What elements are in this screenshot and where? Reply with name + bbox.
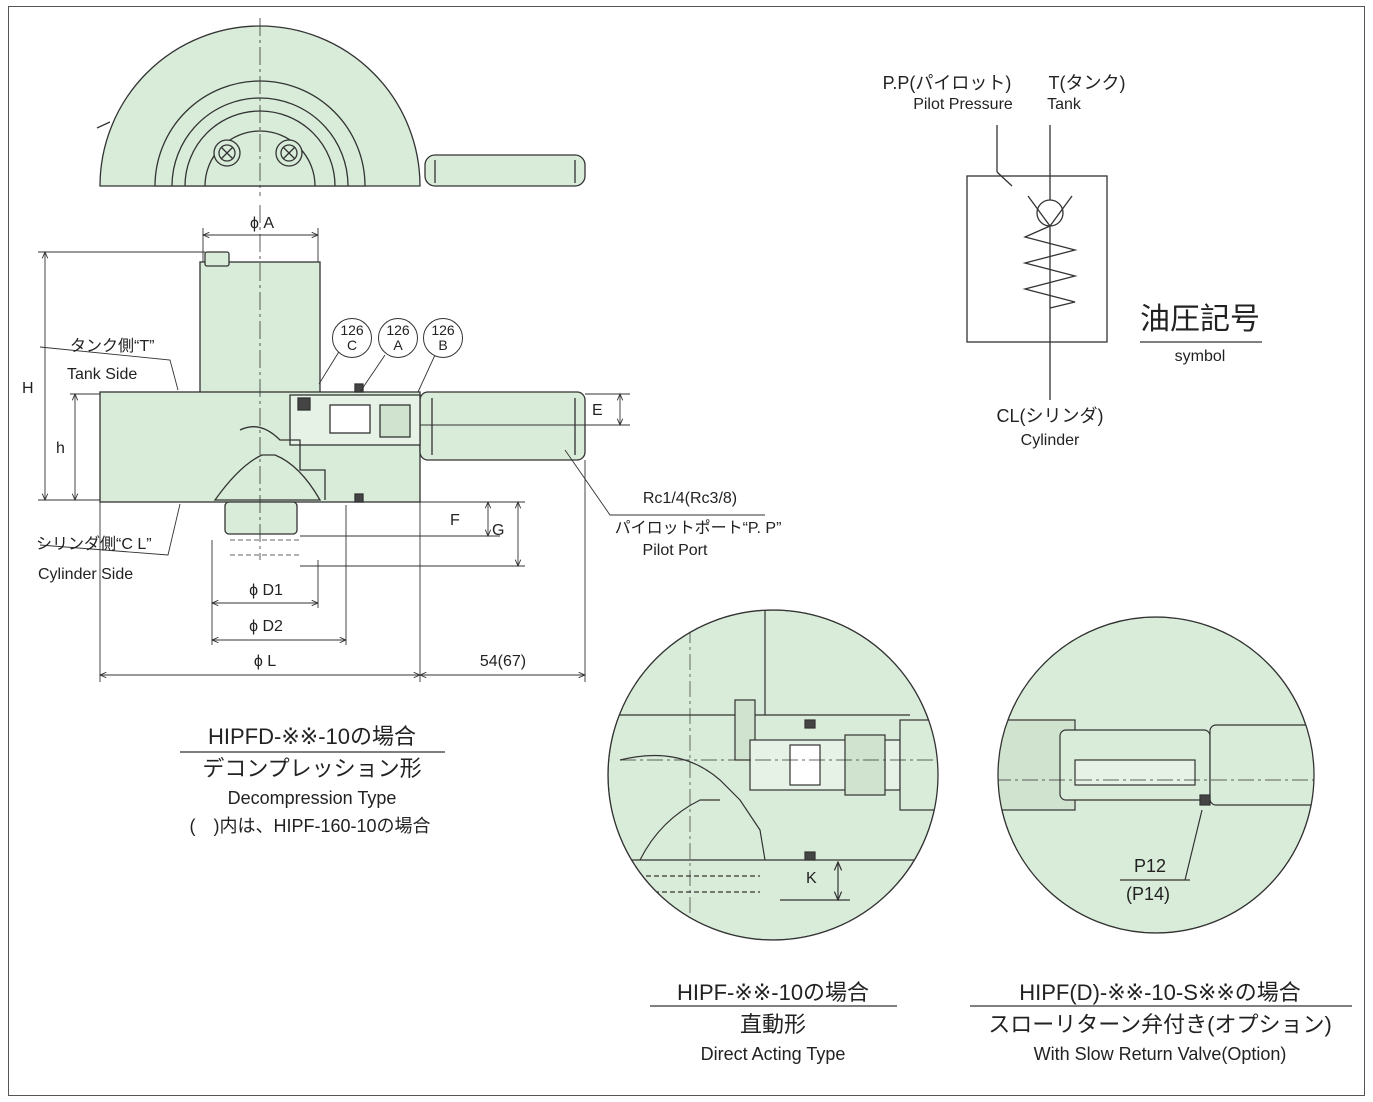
detail-slow-return [998,617,1314,933]
detail-direct-acting [608,610,938,940]
dim-g: G [492,522,505,539]
tank-side-en: Tank Side [67,366,138,383]
dim-h-upper: H [22,380,34,397]
caption-slow-return-jp: スローリターン弁付き(オプション) [988,1012,1332,1037]
callout-bubble-c: 126 C [332,318,372,358]
caption-decompression-note: ( )内は、HIPF-160-10の場合 [189,816,431,836]
part-label-p12: P12 [1133,856,1167,876]
symbol-cl-en: Cylinder [1020,432,1080,449]
pilot-port-en: Pilot Port [642,542,708,559]
pilot-port-size: Rc1/4(Rc3/8) [642,490,738,507]
caption-decompression-en: Decompression Type [227,788,397,808]
dim-phi-l: ϕ L [253,653,277,670]
dimension-lines [38,228,765,682]
pilot-port-jp: パイロットポート“P. P” [614,520,782,537]
dim-phi-d2: ϕ D2 [249,618,283,635]
dim-e: E [592,402,603,419]
dim-phi-d1: ϕ D1 [249,582,283,599]
symbol-t-en: Tank [1047,96,1081,113]
dim-phi-a: ϕ A [249,215,275,232]
bubble-letter: B [438,337,448,353]
dim-h-lower: h [56,440,65,457]
top-view [96,18,586,196]
caption-slow-return-en: With Slow Return Valve(Option) [1033,1044,1287,1064]
bubble-number: 126 [386,322,410,338]
caption-direct-en: Direct Acting Type [700,1044,846,1064]
bubble-letter: C [346,337,358,353]
caption-direct-jp: 直動形 [739,1012,807,1037]
callout-bubble-a: 126 A [378,318,418,358]
tank-side-jp: タンク側“T” [70,338,155,355]
drawing-frame [8,6,1365,1096]
symbol-cl-jp: CL(シリンダ) [996,406,1104,426]
caption-slow-return-model: HIPF(D)-※※-10-S※※の場合 [1019,980,1301,1005]
callout-bubble-b: 126 B [423,318,463,358]
caption-direct-model: HIPF-※※-10の場合 [676,980,870,1005]
bubble-letter: A [393,337,403,353]
part-label-p14: (P14) [1125,884,1171,904]
cylinder-side-en: Cylinder Side [38,566,134,583]
symbol-title-en: symbol [1174,348,1226,365]
dim-port-offset: 54(67) [479,653,527,670]
dim-f: F [450,512,460,529]
section-view [99,205,586,560]
dim-k: K [806,870,817,887]
symbol-pp-jp: P.P(パイロット) [882,73,1012,93]
bubble-number: 126 [431,322,455,338]
caption-decompression-model: HIPFD-※※-10の場合 [208,724,416,749]
symbol-pp-en: Pilot Pressure [913,96,1013,113]
bubble-number: 126 [340,322,364,338]
caption-decompression-jp: デコンプレッション形 [202,756,422,781]
symbol-title-jp: 油圧記号 [1140,302,1260,337]
symbol-t-jp: T(タンク) [1048,73,1126,93]
cylinder-side-jp: シリンダ側“C L” [36,536,152,553]
hydraulic-symbol [966,125,1262,400]
